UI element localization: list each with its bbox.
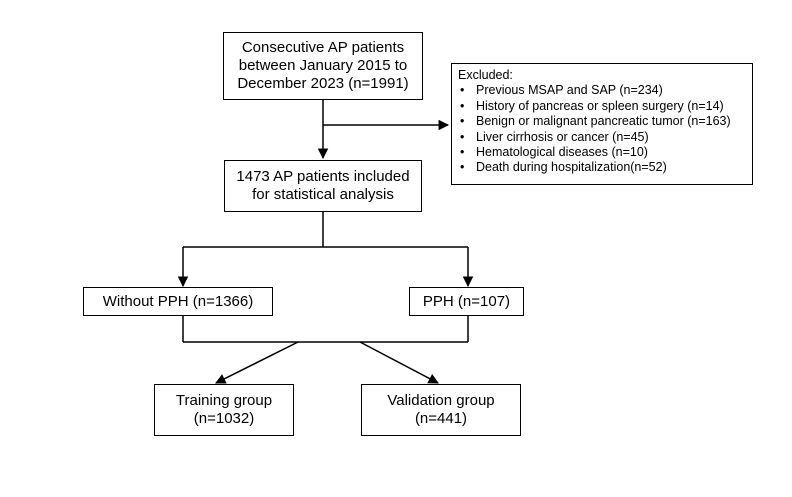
without-pph-label: Without PPH (n=1366) xyxy=(102,292,254,310)
excluded-item: Previous MSAP and SAP (n=234) xyxy=(460,83,731,99)
box-consecutive-patients: Consecutive AP patients between January … xyxy=(223,32,423,100)
validation-line-1: Validation group xyxy=(387,392,495,409)
training-line-2: (n=1032) xyxy=(193,410,255,427)
excluded-list: Previous MSAP and SAP (n=234) History of… xyxy=(458,83,731,176)
included-box-line-1: 1473 AP patients included xyxy=(236,168,410,185)
excluded-title: Excluded: xyxy=(458,68,513,82)
top-box-line-1: Consecutive AP patients xyxy=(241,39,405,56)
included-box-line-2: for statistical analysis xyxy=(252,186,394,203)
excluded-item: History of pancreas or spleen surgery (n… xyxy=(460,99,731,115)
excluded-item: Death during hospitalization(n=52) xyxy=(460,160,731,176)
top-box-line-2: between January 2015 to xyxy=(238,57,408,74)
arrow-to-validation xyxy=(359,341,439,384)
excluded-item: Benign or malignant pancreatic tumor (n=… xyxy=(460,114,731,130)
pph-label: PPH (n=107) xyxy=(422,292,511,310)
box-training-group: Training group (n=1032) xyxy=(154,384,294,436)
box-excluded: Excluded: Previous MSAP and SAP (n=234) … xyxy=(451,63,753,185)
excluded-item: Liver cirrhosis or cancer (n=45) xyxy=(460,130,731,146)
box-without-pph: Without PPH (n=1366) xyxy=(83,287,273,316)
excluded-item: Hematological diseases (n=10) xyxy=(460,145,731,161)
arrow-to-training xyxy=(215,341,299,384)
training-line-1: Training group xyxy=(175,392,273,409)
validation-line-2: (n=441) xyxy=(414,410,468,427)
box-included-patients: 1473 AP patients included for statistica… xyxy=(224,160,422,212)
box-validation-group: Validation group (n=441) xyxy=(361,384,521,436)
top-box-line-3: December 2023 (n=1991) xyxy=(237,75,409,92)
box-pph: PPH (n=107) xyxy=(409,287,524,316)
